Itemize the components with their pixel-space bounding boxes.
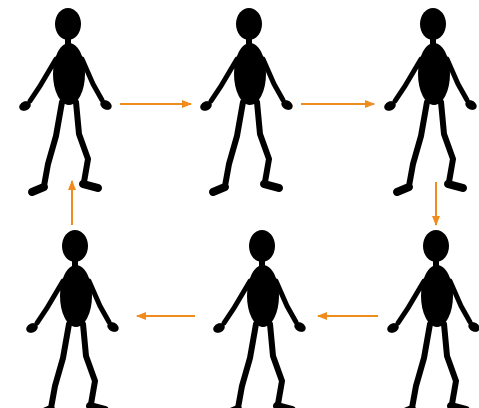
walker-frame-5 (212, 230, 308, 408)
walker-frame-3 (383, 8, 479, 192)
walker-frame-2 (199, 8, 295, 192)
walker-frame-6 (25, 230, 121, 408)
walker-frame-1 (18, 8, 114, 192)
walker-frame-4 (386, 230, 479, 408)
